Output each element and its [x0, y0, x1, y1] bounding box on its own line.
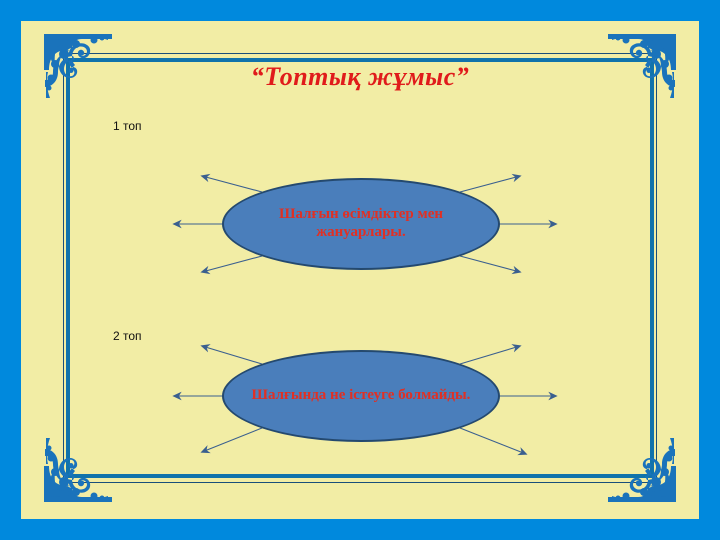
group-2-topic-text: Шалғында не істеуге болмайды.	[251, 387, 471, 404]
slide-content-field	[21, 21, 699, 519]
floral-scroll-corner-icon	[600, 426, 678, 504]
page-title: “Топтық жұмыс”	[250, 62, 470, 91]
decorative-frame-outer-line	[63, 53, 657, 483]
floral-scroll-corner-icon	[42, 426, 120, 504]
floral-scroll-corner-icon	[600, 32, 678, 110]
group-2-label: 2 топ	[113, 329, 142, 343]
group-2-topic-node[interactable]: Шалғында не істеуге болмайды.	[222, 350, 500, 442]
group-1-topic-node[interactable]: Шалғын өсімдіктер мен жануарлары.	[222, 178, 500, 270]
group-1-topic-text: Шалғын өсімдіктер мен жануарлары.	[278, 206, 443, 240]
group-1-label: 1 топ	[113, 119, 142, 133]
decorative-frame-inner-rule	[66, 58, 654, 478]
floral-scroll-corner-icon	[42, 32, 120, 110]
